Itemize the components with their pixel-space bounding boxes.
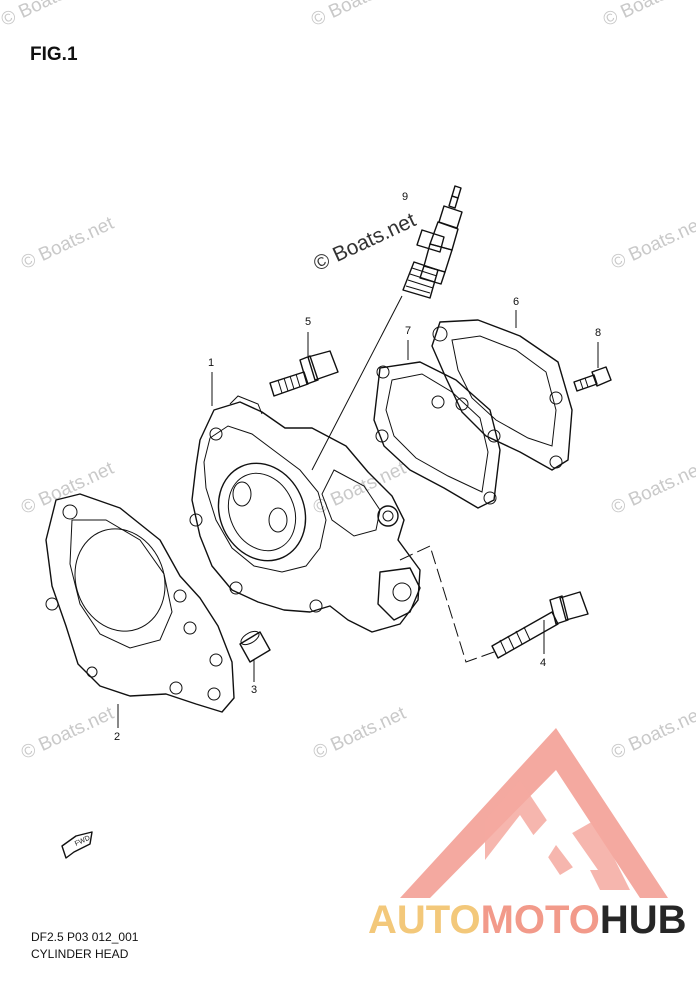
callout-5: 5 xyxy=(305,316,312,328)
gasket-7 xyxy=(373,361,501,509)
callout-2: 2 xyxy=(114,731,121,743)
dowel-pin xyxy=(239,630,271,663)
cylinder-head xyxy=(189,395,421,633)
callout-4: 4 xyxy=(540,657,547,669)
brand-part-moto: MOTO xyxy=(480,898,600,942)
forward-arrow-icon: FWD xyxy=(61,831,93,859)
bolt-8 xyxy=(573,366,612,392)
bolt-5 xyxy=(269,350,339,397)
figure-title: FIG.1 xyxy=(30,44,78,65)
bolt-4 xyxy=(491,591,589,659)
assembly-line xyxy=(399,545,495,663)
brand-part-hub: HUB xyxy=(599,898,687,942)
callout-9: 9 xyxy=(402,191,409,203)
spark-plug xyxy=(402,185,463,299)
diagram-caption: CYLINDER HEAD xyxy=(31,947,129,961)
head-gasket xyxy=(45,493,235,713)
callout-1: 1 xyxy=(208,357,215,369)
brand-part-auto: AUTO xyxy=(368,898,481,942)
callout-leaders xyxy=(117,310,599,728)
callout-6: 6 xyxy=(513,296,520,308)
callout-7: 7 xyxy=(405,325,412,337)
callout-8: 8 xyxy=(595,327,602,339)
brand-logo-icon xyxy=(400,728,668,898)
callout-3: 3 xyxy=(251,684,258,696)
leader-line xyxy=(311,295,403,471)
diagram-code: DF2.5 P03 012_001 xyxy=(31,930,139,944)
brand-wordmark: AUTOMOTOHUB xyxy=(368,898,687,943)
gasket-6 xyxy=(431,319,573,471)
fwd-label: FWD xyxy=(74,835,91,848)
